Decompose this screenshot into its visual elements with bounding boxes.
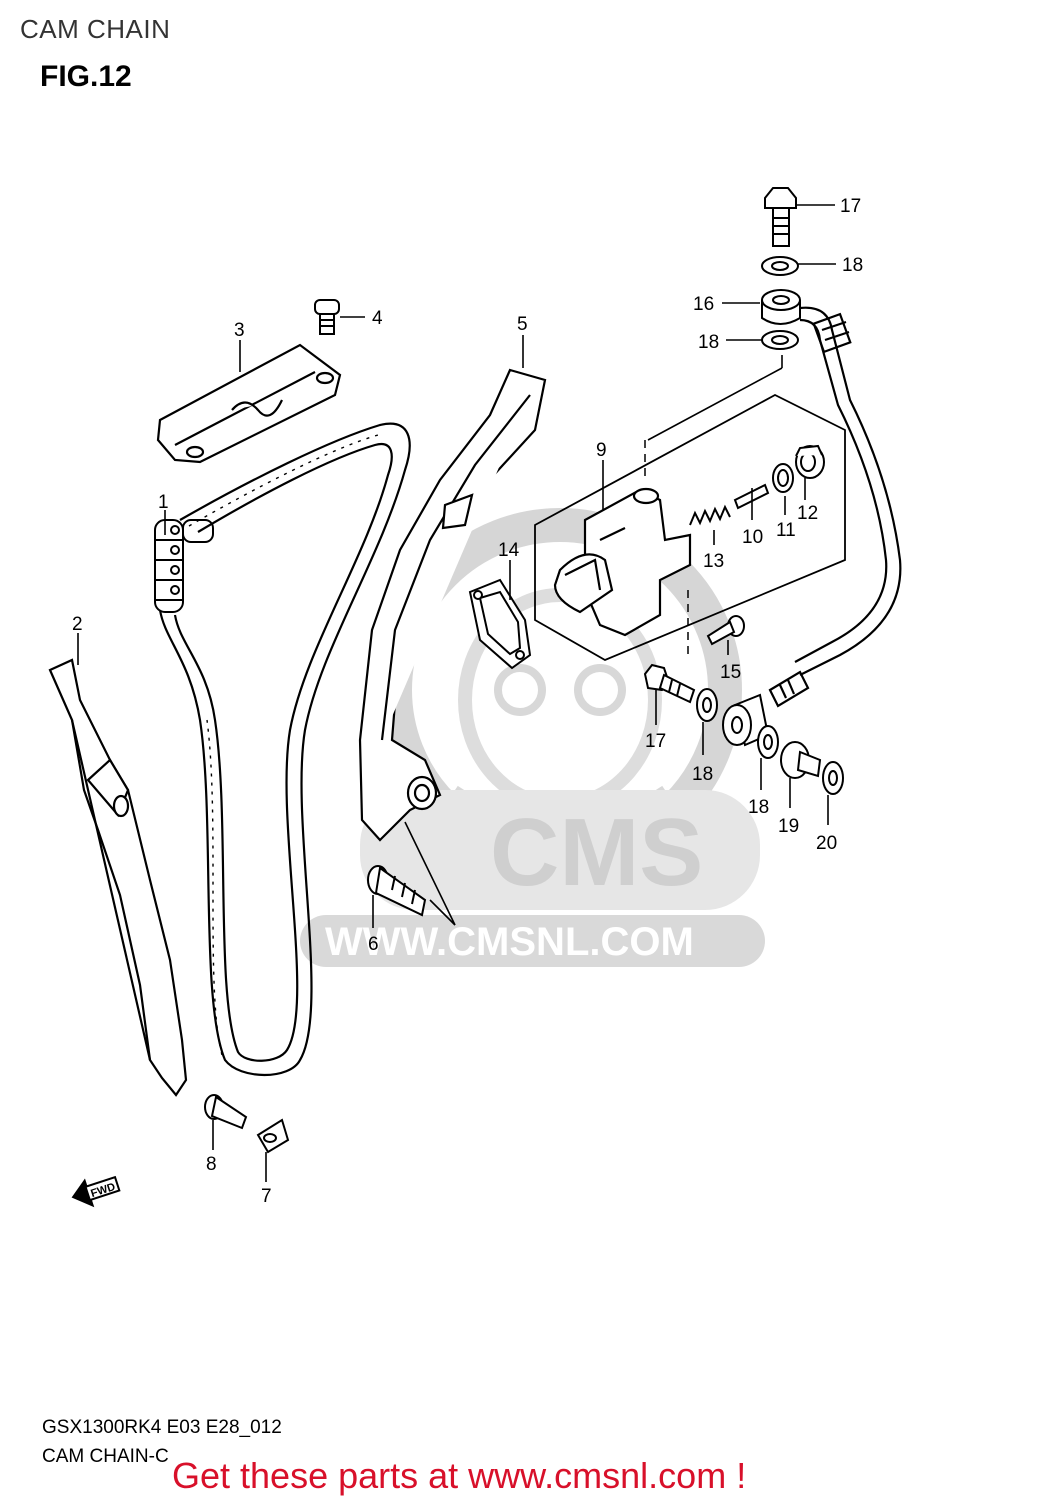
callout-labels: 1 2 3 4 5 6 7 8 9 10 11 12 13 14 15 16 1…	[72, 196, 863, 1207]
banjo-fitting-lower	[722, 693, 770, 747]
watermark-url: WWW.CMSNL.COM	[325, 920, 694, 964]
cam-chain	[154, 422, 411, 1077]
callout-17-top: 17	[840, 196, 861, 217]
callout-18-top: 18	[842, 255, 863, 276]
tensioner-adjuster-9	[553, 487, 692, 637]
union-bolt-19	[780, 741, 822, 779]
callout-15: 15	[720, 662, 741, 683]
banjo-bolt-17-lower	[643, 663, 696, 704]
washer-18-second	[761, 330, 799, 350]
fwd-arrow-icon: FWD	[71, 1175, 121, 1208]
banjo-fitting-16	[761, 289, 801, 325]
model-code: GSX1300RK4 E03 E28_012	[42, 1417, 282, 1438]
spring-13	[689, 504, 731, 526]
oil-hose	[768, 306, 902, 708]
callout-6: 6	[368, 934, 379, 955]
bolt-15	[706, 615, 745, 646]
leader-lines	[77, 204, 836, 1182]
screw-4	[314, 299, 340, 335]
callout-2: 2	[72, 614, 83, 635]
callout-13: 13	[703, 551, 724, 572]
gasket-11	[772, 463, 794, 493]
washer-18-lower-b	[757, 725, 779, 759]
callout-16: 16	[693, 294, 714, 315]
chain-tensioner-arm	[358, 368, 547, 842]
page-title: CAM CHAIN	[20, 14, 171, 44]
alignment-lines	[644, 440, 689, 655]
callout-10: 10	[742, 527, 763, 548]
callout-3: 3	[234, 320, 245, 341]
washer-18-top	[761, 256, 799, 276]
chain-guide-top	[156, 343, 342, 464]
figure-caption: CAM CHAIN-C	[42, 1446, 169, 1467]
chain-links-detail	[154, 519, 214, 613]
gasket-14	[468, 578, 532, 670]
watermark-brand: CMS	[490, 799, 703, 906]
chain-guide-rear	[48, 658, 188, 1097]
bolt-8	[204, 1094, 248, 1130]
callout-9: 9	[596, 440, 607, 461]
pivot-bolt-6	[367, 865, 427, 917]
callout-19: 19	[778, 816, 799, 837]
callout-5: 5	[517, 314, 528, 335]
callout-4: 4	[372, 308, 383, 329]
callout-8: 8	[206, 1154, 217, 1175]
callout-12: 12	[797, 503, 818, 524]
callout-7: 7	[261, 1186, 272, 1207]
tensioner-adjuster-group-box	[534, 393, 846, 662]
washer-7	[256, 1118, 290, 1154]
callout-20: 20	[816, 833, 837, 854]
callout-18-second: 18	[698, 332, 719, 353]
callout-11: 11	[776, 520, 796, 541]
washer-18-lower-a	[696, 688, 718, 722]
callout-14: 14	[498, 540, 520, 561]
cap-bolt-12	[795, 444, 825, 479]
leader-lines-6	[404, 821, 456, 926]
promo-link[interactable]: Get these parts at www.cmsnl.com !	[172, 1455, 747, 1496]
callout-18-lower-b: 18	[748, 797, 769, 818]
figure-number: FIG.12	[40, 60, 132, 93]
callout-17-lower: 17	[645, 731, 666, 752]
callout-18-lower-a: 18	[692, 764, 713, 785]
banjo-bolt-17-top	[764, 187, 797, 247]
gasket-20	[822, 761, 844, 795]
callout-1: 1	[158, 492, 169, 513]
